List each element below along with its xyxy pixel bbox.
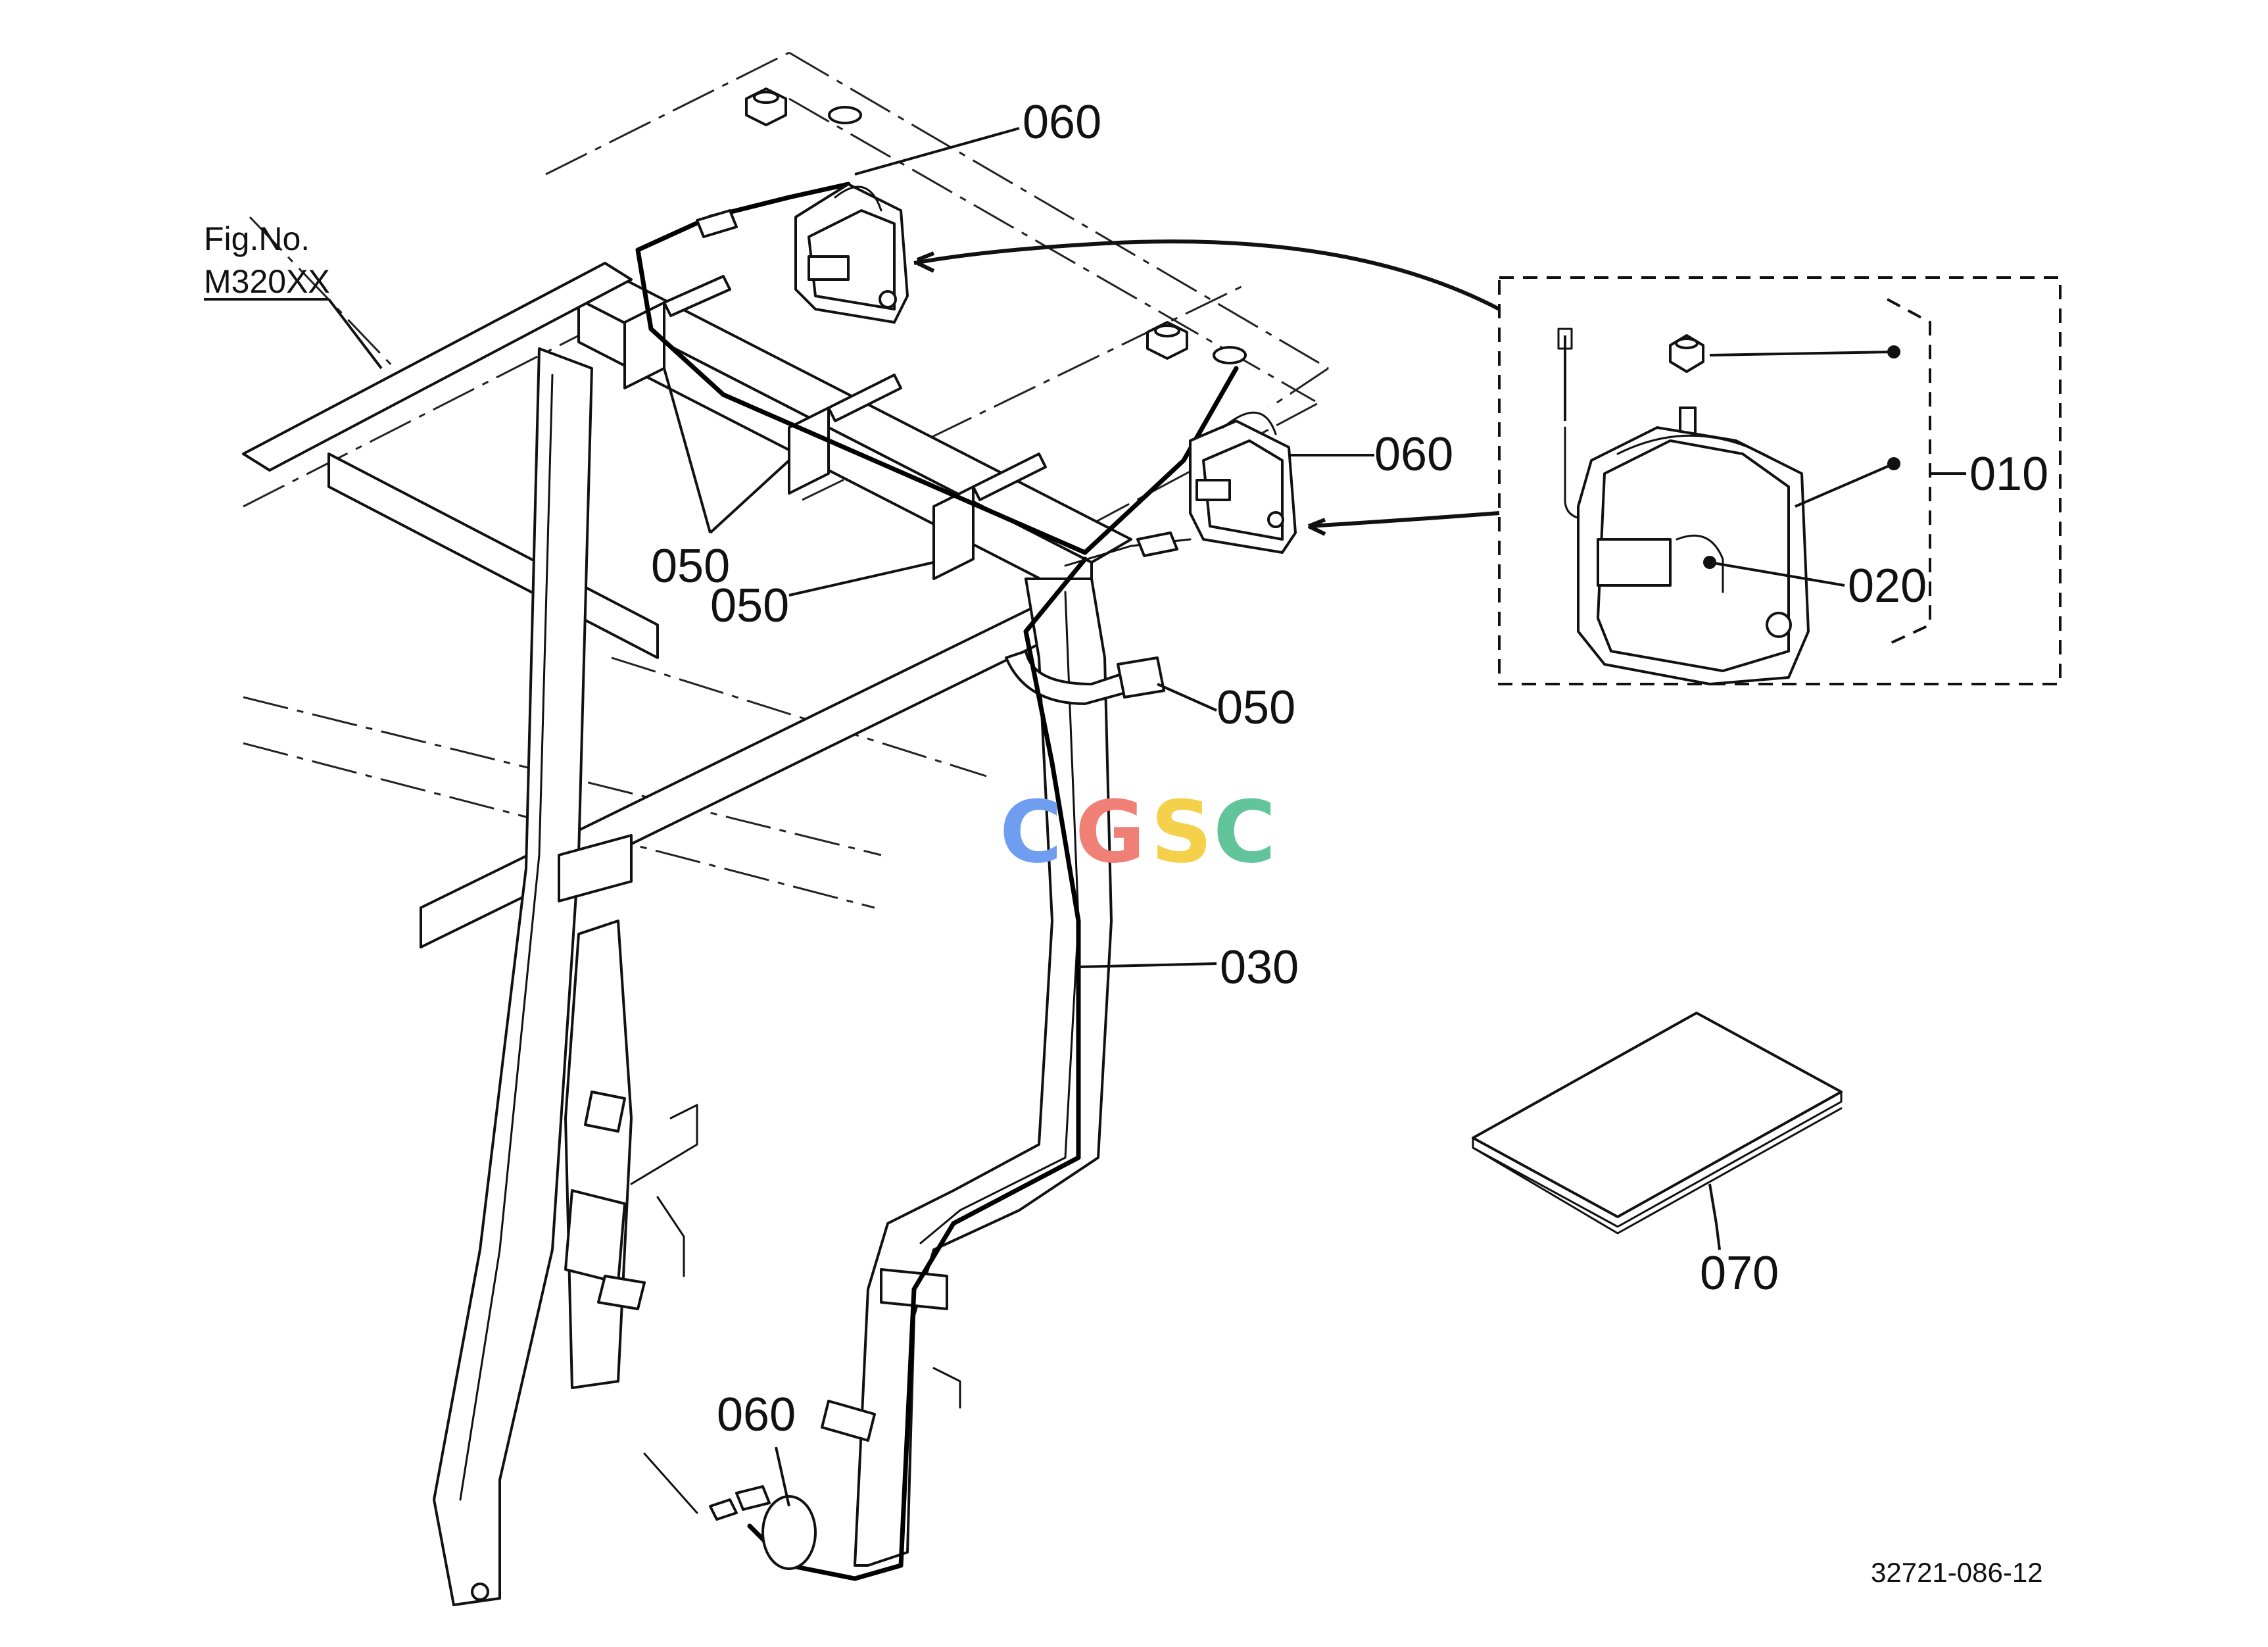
callout-060-lower: 060 bbox=[717, 1389, 796, 1441]
watermark-letter-s: S bbox=[1151, 782, 1213, 882]
callout-060-upper: 060 bbox=[1023, 96, 1101, 149]
detail-inset bbox=[1498, 276, 2062, 685]
callout-050-right: 050 bbox=[1217, 681, 1295, 734]
wire-harness bbox=[635, 182, 1239, 1581]
watermark-letter-c1: C bbox=[1000, 782, 1062, 882]
callout-060-middle: 060 bbox=[1374, 428, 1453, 481]
fig-label: Fig.No. bbox=[204, 220, 310, 257]
watermark-logo: C G S C bbox=[1000, 782, 1276, 882]
fig-number: M320XX bbox=[204, 263, 330, 300]
callout-050-center: 050 bbox=[710, 579, 789, 632]
callout-070: 070 bbox=[1700, 1247, 1779, 1300]
work-lamp-middle bbox=[1189, 411, 1297, 554]
document-number: 32721-086-12 bbox=[1871, 1557, 2043, 1588]
reference-arrows bbox=[913, 239, 1501, 536]
watermark-letter-g: G bbox=[1075, 782, 1146, 882]
callout-020: 020 bbox=[1848, 560, 1927, 612]
work-lamp-upper bbox=[794, 183, 909, 324]
mounting-nuts bbox=[745, 87, 1247, 364]
watermark-letter-c2: C bbox=[1213, 782, 1276, 882]
callout-050-left: 050 bbox=[651, 540, 730, 593]
leader-lines bbox=[204, 127, 1966, 1507]
rops-frame bbox=[242, 262, 1132, 1606]
operator-manual bbox=[1472, 1012, 1843, 1235]
callout-010: 010 bbox=[1969, 448, 2048, 501]
callout-030: 030 bbox=[1220, 941, 1299, 994]
